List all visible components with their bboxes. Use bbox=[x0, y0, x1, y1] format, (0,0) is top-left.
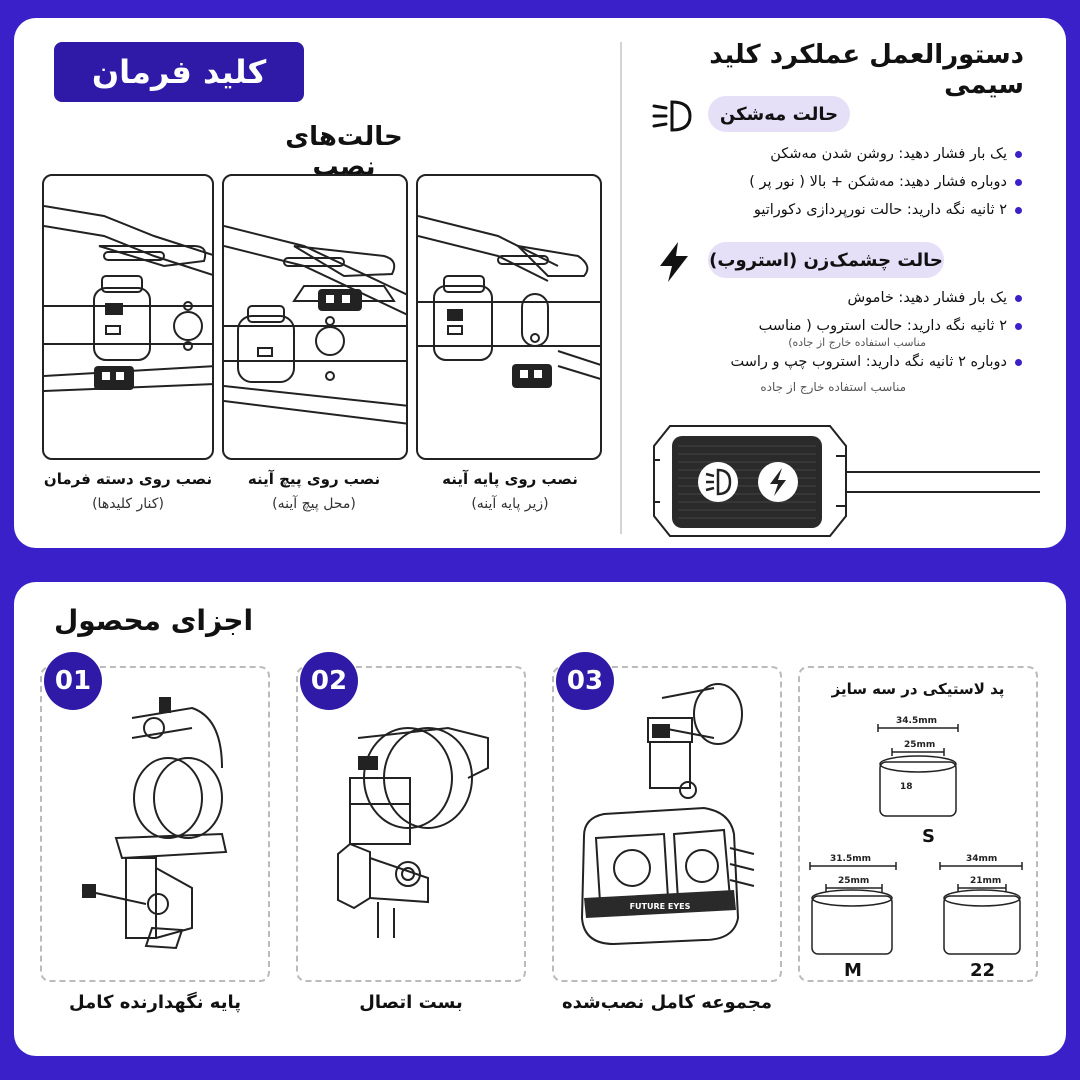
mount-sub-mirror-base: (زیر پایه آینه) bbox=[471, 496, 549, 512]
mount-label-mirror-bolt: نصب روی پیچ آینه bbox=[247, 470, 381, 488]
connection-clamp-illustration bbox=[337, 726, 489, 938]
column-divider bbox=[620, 42, 622, 534]
fog-mode-pill: حالت مه‌شکن bbox=[708, 96, 850, 132]
pad-s-outer: 34.5mm bbox=[896, 716, 937, 726]
strobe-note-1: مناسب استفاده خارج از جاده) bbox=[788, 336, 926, 349]
wired-switch-illustration bbox=[653, 425, 1040, 537]
part-label-03: مجموعه کامل نصب‌شده bbox=[562, 992, 772, 1013]
strobe-mode-pill: حالت چشمک‌زن (استروب) bbox=[708, 242, 944, 278]
headlight-icon bbox=[652, 100, 692, 132]
bullet-dot bbox=[1015, 178, 1022, 186]
pad-s-height: 18 bbox=[900, 782, 913, 792]
assembled-lamp-illustration: FUTURE EYES bbox=[580, 683, 755, 946]
part-card-03: FUTURE EYES bbox=[552, 666, 782, 982]
part-card-01 bbox=[40, 666, 270, 982]
bullet-dot bbox=[1015, 294, 1022, 302]
mount-card-handlebar bbox=[42, 174, 214, 460]
lamp-brand-text: FUTURE EYES bbox=[630, 902, 691, 911]
mount-card-mirror-base bbox=[416, 174, 602, 460]
part-card-02 bbox=[296, 666, 526, 982]
strobe-item-1: یک بار فشار دهید: خاموش bbox=[847, 290, 1022, 306]
part-number-01: 01 bbox=[44, 652, 102, 710]
pad-m-inner: 25mm bbox=[838, 876, 870, 886]
fog-item-1: یک بار فشار دهید: روشن شدن مه‌شکن bbox=[770, 146, 1022, 162]
part-number-02: 02 bbox=[300, 652, 358, 710]
mount-sub-mirror-bolt: (محل پیچ آینه) bbox=[272, 496, 356, 512]
mount-card-mirror-bolt bbox=[222, 174, 408, 460]
pad-22-outer: 34mm bbox=[966, 854, 998, 864]
rubber-pads-illustration bbox=[809, 724, 1023, 955]
part-label-01: پایه نگهدارنده کامل bbox=[69, 992, 241, 1013]
lightning-icon bbox=[660, 242, 688, 282]
mirror-base-mount-illustration bbox=[418, 215, 600, 388]
mount-label-handlebar: نصب روی دسته فرمان bbox=[43, 470, 213, 488]
strobe-note-2: مناسب استفاده خارج از جاده bbox=[760, 380, 906, 394]
rubber-pads-card: پد لاستیکی در سه سایز 34.5mm 25 bbox=[798, 666, 1038, 982]
bullet-dot bbox=[1015, 206, 1022, 214]
bullet-dot bbox=[1015, 150, 1022, 158]
strobe-item-2: ۲ ثانیه نگه دارید: حالت استروب ( مناسب bbox=[759, 318, 1022, 334]
fog-item-2: دوباره فشار دهید: مه‌شکن + بالا ( نور پر… bbox=[749, 174, 1022, 190]
mount-label-mirror-base: نصب روی پایه آینه bbox=[442, 470, 578, 488]
part-number-03: 03 bbox=[556, 652, 614, 710]
handlebar-mount-illustration bbox=[44, 205, 212, 392]
mount-sub-handlebar: (کنار کلیدها) bbox=[92, 496, 164, 512]
mirror-bolt-mount-illustration bbox=[224, 225, 406, 425]
page-title: کلید فرمان bbox=[54, 42, 304, 102]
holder-bracket-illustration bbox=[81, 697, 228, 950]
guide-heading: دستورالعمل عملکرد کلید سیمی bbox=[709, 40, 1024, 100]
pad-22-letter: 22 bbox=[970, 960, 996, 981]
strobe-item-3: دوباره ۲ ثانیه نگه دارید: استروب چپ و را… bbox=[731, 354, 1022, 370]
bullet-dot bbox=[1015, 322, 1022, 330]
bottom-panel: اجزای محصول 01 پایه نگهدارنده کامل bbox=[14, 582, 1066, 1056]
pads-title: پد لاستیکی در سه سایز bbox=[831, 680, 1005, 698]
fog-item-3: ۲ ثانیه نگه دارید: حالت نورپردازی دکورات… bbox=[754, 202, 1022, 218]
pad-22-inner: 21mm bbox=[970, 876, 1002, 886]
top-panel: کلید فرمان حالت‌های نصب bbox=[14, 18, 1066, 548]
pad-m-outer: 31.5mm bbox=[830, 854, 871, 864]
mounting-heading: حالت‌های نصب bbox=[285, 122, 403, 182]
bullet-dot bbox=[1015, 358, 1022, 366]
parts-heading: اجزای محصول bbox=[54, 604, 254, 637]
pad-s-inner: 25mm bbox=[904, 740, 936, 750]
part-label-02: بست اتصال bbox=[359, 992, 463, 1013]
pad-s-letter: S bbox=[922, 826, 935, 847]
pad-m-letter: M bbox=[844, 960, 862, 981]
